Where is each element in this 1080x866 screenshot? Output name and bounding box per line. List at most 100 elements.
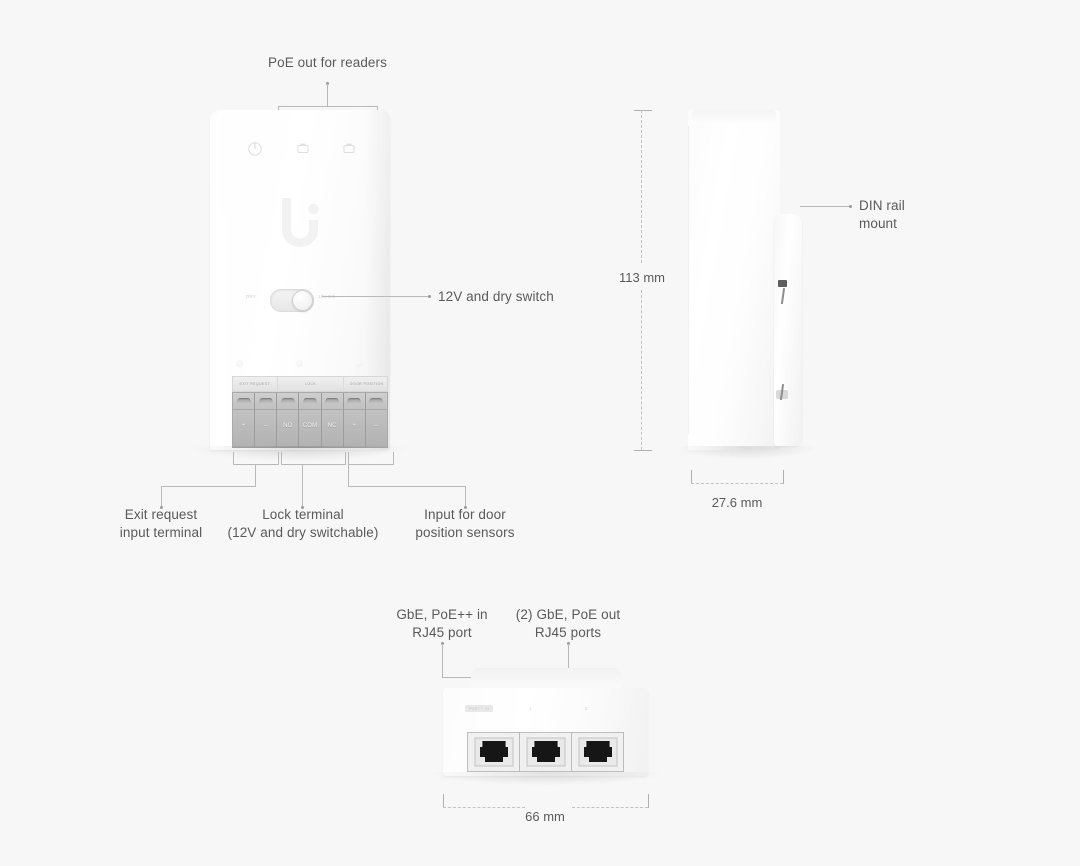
pin-divider	[233, 409, 255, 410]
port-1-led-icon	[292, 138, 314, 160]
pin-slot	[237, 398, 251, 404]
dimension-tick-right-66	[648, 794, 649, 808]
screw-point-left	[236, 360, 243, 367]
din-hook-upper	[780, 287, 785, 305]
side-left-edge	[688, 126, 689, 434]
device-side-view	[672, 110, 820, 460]
leader-dot-door	[464, 506, 467, 509]
screw-point-right	[356, 360, 363, 367]
callout-gbe-poe-out-rj45-ports: (2) GbE, PoE out RJ45 ports	[515, 607, 621, 640]
callout-input-for-door-position-sensors: Input for door position sensors	[415, 507, 515, 540]
side-view-shadow	[672, 446, 820, 460]
screw-point-center	[296, 360, 303, 367]
dimension-line-66-right	[572, 807, 648, 808]
leader-dot-poe-out	[326, 82, 329, 85]
leader-up-lock-right	[345, 452, 346, 464]
leader-stem-poe-out-ports	[568, 644, 569, 677]
leader-up-door-left	[348, 452, 349, 464]
port-label-2: 2	[585, 706, 588, 711]
dimension-tick-left-width	[691, 470, 692, 484]
terminal-header-row: EXIT REQUEST LOCK DOOR POSITION	[232, 376, 388, 392]
dimension-tick-right-width	[783, 470, 784, 484]
terminal-header-door-position: DOOR POSITION	[349, 381, 384, 386]
leader-drop-door	[465, 486, 466, 508]
leader-dot-din-rail	[849, 205, 852, 208]
pin-label: +	[241, 423, 246, 429]
callout-din-rail-mount: DIN rail mount	[859, 198, 905, 231]
leader-drop-exit	[161, 486, 162, 508]
callout-12v-and-dry-switch: 12V and dry switch	[438, 289, 554, 304]
port-2-led-icon	[338, 138, 360, 160]
leader-dot-poe-out-ports	[567, 642, 570, 645]
port-view-front-face: PoE++ IN 1 2	[443, 688, 648, 776]
terminal-pin[interactable]: –	[255, 393, 278, 447]
leader-line-switch	[322, 296, 428, 297]
pin-divider	[365, 409, 387, 410]
callout-gbe-poe-in-rj45-port: GbE, PoE++ in RJ45 port	[396, 607, 488, 640]
dimension-66mm-label: 66 mm	[525, 809, 565, 824]
terminal-pin[interactable]: NC	[321, 393, 344, 447]
side-body	[688, 110, 780, 450]
dimension-tick-bottom	[634, 450, 652, 451]
dimension-height-label: 113 mm	[619, 270, 665, 285]
pin-divider	[321, 409, 343, 410]
port-view-shadow	[423, 772, 668, 786]
device-front-view: DRY 12V DC EXIT REQUEST LOCK DOOR POSITI…	[188, 110, 412, 462]
leader-bracket-door	[348, 464, 394, 465]
leader-dot-exit	[160, 506, 163, 509]
rj45-port-group	[467, 732, 624, 772]
leader-stem-door	[348, 464, 349, 486]
rj45-port-2[interactable]	[572, 733, 623, 771]
dimension-tick-top	[634, 110, 652, 111]
leader-line-din-rail	[800, 206, 850, 207]
leader-stem-exit	[255, 464, 256, 486]
pin-label: NO	[283, 423, 293, 429]
switch-label-dry: DRY	[246, 294, 257, 299]
pin-slot	[325, 398, 339, 404]
switch-knob[interactable]	[292, 290, 313, 311]
dimension-line-width	[691, 483, 783, 484]
pin-slot	[259, 398, 273, 404]
terminal-pin[interactable]: +	[343, 393, 366, 447]
dimension-tick-left-66	[443, 794, 444, 808]
terminal-pin[interactable]: COM	[299, 393, 322, 447]
rj45-port-in[interactable]	[468, 733, 520, 771]
dimension-line-height-lower	[641, 290, 642, 450]
pin-label: +	[352, 423, 357, 429]
terminal-pin-row: + – NO COM NC + –	[232, 392, 388, 448]
ubiquiti-logo-icon	[273, 196, 327, 261]
leader-dot-switch	[428, 295, 431, 298]
rj45-port-1[interactable]	[520, 733, 572, 771]
terminal-pin[interactable]: NO	[277, 393, 300, 447]
terminal-header-lock: LOCK	[278, 377, 345, 391]
terminal-block: EXIT REQUEST LOCK DOOR POSITION + – NO C…	[232, 376, 388, 448]
pin-divider	[277, 409, 299, 410]
pin-divider	[299, 409, 321, 410]
leader-dot-lock	[301, 506, 304, 509]
leader-stem-poe-out	[327, 84, 328, 106]
leader-run-exit	[161, 486, 256, 487]
leader-up-door-right	[393, 452, 394, 464]
din-clip-upper	[778, 280, 787, 287]
device-port-view: PoE++ IN 1 2	[423, 668, 668, 786]
callout-exit-request-input-terminal: Exit request input terminal	[119, 507, 203, 540]
dimension-line-66-left	[443, 807, 525, 808]
pin-label: –	[374, 423, 379, 429]
pin-label: NC	[327, 423, 337, 429]
port-label-poe-in: PoE++ IN	[465, 705, 494, 712]
voltage-mode-switch[interactable]: DRY 12V DC	[240, 288, 360, 312]
leader-up-exit-right	[278, 452, 279, 464]
leader-up-exit-left	[233, 452, 234, 464]
terminal-pin[interactable]: +	[233, 393, 256, 447]
port-view-top-face	[471, 668, 621, 690]
front-view-shadow	[188, 446, 412, 462]
pin-slot	[303, 398, 317, 404]
din-rail-mount-bracket	[774, 214, 802, 446]
device-body: DRY 12V DC EXIT REQUEST LOCK DOOR POSITI…	[210, 110, 390, 450]
terminal-pin[interactable]: –	[365, 393, 387, 447]
port-label-1: 1	[529, 706, 532, 711]
pin-slot	[369, 398, 383, 404]
pin-divider	[255, 409, 277, 410]
leader-up-lock-left	[281, 452, 282, 464]
